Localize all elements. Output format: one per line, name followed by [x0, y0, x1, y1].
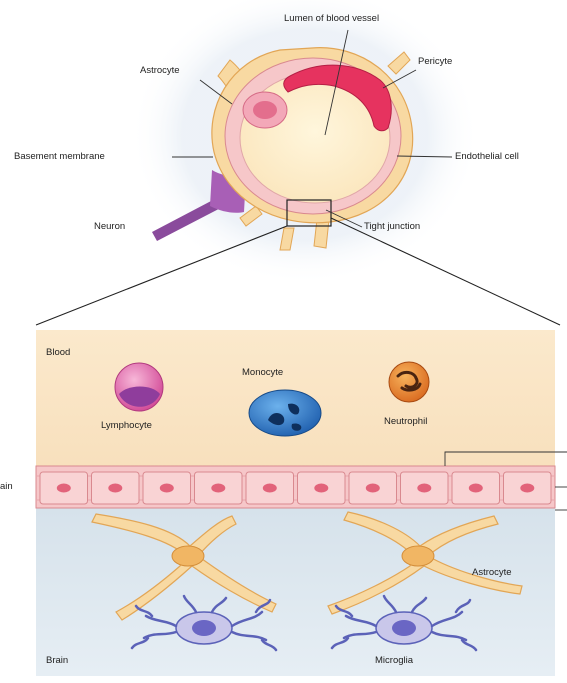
label-microglia: Microglia [375, 656, 413, 666]
label-lymphocyte: Lymphocyte [101, 421, 152, 431]
label-astrocyte-top: Astrocyte [140, 66, 180, 76]
brain-region [36, 508, 555, 676]
endothelial-nucleus-inner [253, 101, 277, 119]
label-tight-junction: Tight junction [364, 222, 420, 232]
neutrophil-cell [389, 362, 429, 402]
label-monocyte: Monocyte [242, 368, 283, 378]
endothelial-cell-nucleus [263, 484, 277, 493]
endothelial-cell-nucleus [417, 484, 431, 493]
label-lumen: Lumen of blood vessel [284, 14, 379, 24]
label-blood: Blood [46, 348, 70, 358]
label-left-cut: ain [0, 482, 13, 492]
label-endothelial-cell: Endothelial cell [455, 152, 519, 162]
endothelial-cell-nucleus [108, 484, 122, 493]
endothelial-cell-nucleus [211, 484, 225, 493]
endothelial-cell-nucleus [469, 484, 483, 493]
label-pericyte: Pericyte [418, 57, 452, 67]
endothelial-cell-nucleus [314, 484, 328, 493]
lymphocyte-cell [115, 363, 163, 411]
label-astrocyte-bottom: Astrocyte [472, 568, 512, 578]
label-neutrophil: Neutrophil [384, 417, 427, 427]
endothelial-cell-nucleus [57, 484, 71, 493]
label-basement-membrane: Basement membrane [14, 152, 105, 162]
label-brain: Brain [46, 656, 68, 666]
endothelial-cell-nucleus [366, 484, 380, 493]
endothelial-cell-nucleus [160, 484, 174, 493]
monocyte-cell [249, 390, 321, 436]
label-neuron: Neuron [94, 222, 125, 232]
endothelial-cell-nucleus [520, 484, 534, 493]
